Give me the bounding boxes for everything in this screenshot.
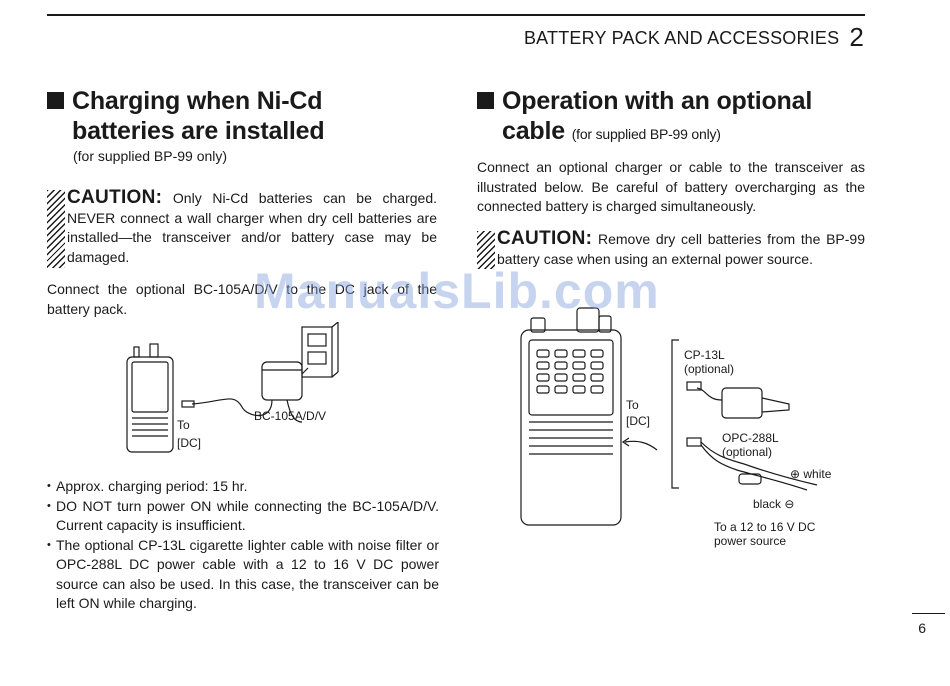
black-wire-label: black ⊖	[753, 497, 795, 511]
caution-hatch-icon	[47, 190, 65, 268]
bullet-item: DO NOT turn power ON while connecting th…	[47, 497, 439, 536]
cable-illustration	[520, 307, 818, 526]
caution-word: CAUTION:	[67, 187, 163, 208]
caution-text: Only Ni-Cd batteries can be charged. NEV…	[67, 190, 437, 265]
dc-label: [DC]	[177, 436, 201, 450]
left-bullet-list: Approx. charging period: 15 hr. DO NOT t…	[47, 477, 439, 614]
cp13l-optional: (optional)	[684, 362, 735, 376]
charger-illustration	[126, 322, 339, 453]
watermark: ManualsLib.com	[254, 263, 660, 319]
left-subheading: (for supplied BP-99 only)	[73, 148, 228, 164]
bullet-item: Approx. charging period: 15 hr.	[47, 477, 439, 497]
opc288l-optional: (optional)	[722, 445, 773, 459]
right-intro-text: Connect an optional charger or cable to …	[477, 159, 865, 214]
power-source-line1: To a 12 to 16 V DC	[714, 520, 816, 534]
right-heading: Operation with an optional cable (for su…	[477, 86, 812, 149]
left-heading: Charging when Ni-Cd batteries are instal…	[47, 86, 325, 146]
charger-label: BC-105A/D/V	[254, 409, 327, 423]
header-title: BATTERY PACK AND ACCESSORIES	[523, 28, 840, 48]
power-source-line2: power source	[714, 534, 787, 548]
page-number-rule	[912, 613, 945, 614]
cp13l-label: CP-13L	[684, 348, 725, 362]
caution-hatch-icon	[477, 231, 495, 269]
heading-bullet-square	[47, 92, 64, 109]
right-caution: CAUTION: Remove dry cell batteries from …	[477, 229, 865, 269]
page-header: BATTERY PACK AND ACCESSORIES 2	[524, 22, 864, 53]
caution-text: Remove dry cell batteries from the BP-99…	[497, 231, 865, 267]
to-label: To	[177, 418, 190, 432]
heading-note: (for supplied BP-99 only)	[571, 126, 721, 142]
dc-label: [DC]	[626, 414, 650, 428]
caution-word: CAUTION:	[497, 228, 593, 249]
top-rule	[47, 14, 865, 16]
left-connect-text: Connect the optional BC-105A/D/V to the …	[47, 281, 437, 317]
white-wire-label: ⊕ white	[790, 467, 832, 481]
left-caution: CAUTION: Only Ni-Cd batteries can be cha…	[47, 187, 437, 268]
heading-bullet-square	[477, 92, 494, 109]
page-number: 6	[918, 620, 926, 636]
to-label: To	[626, 398, 639, 412]
section-number: 2	[849, 22, 864, 52]
opc288l-label: OPC-288L	[722, 431, 779, 445]
bullet-item: The optional CP-13L cigarette lighter ca…	[47, 536, 439, 614]
